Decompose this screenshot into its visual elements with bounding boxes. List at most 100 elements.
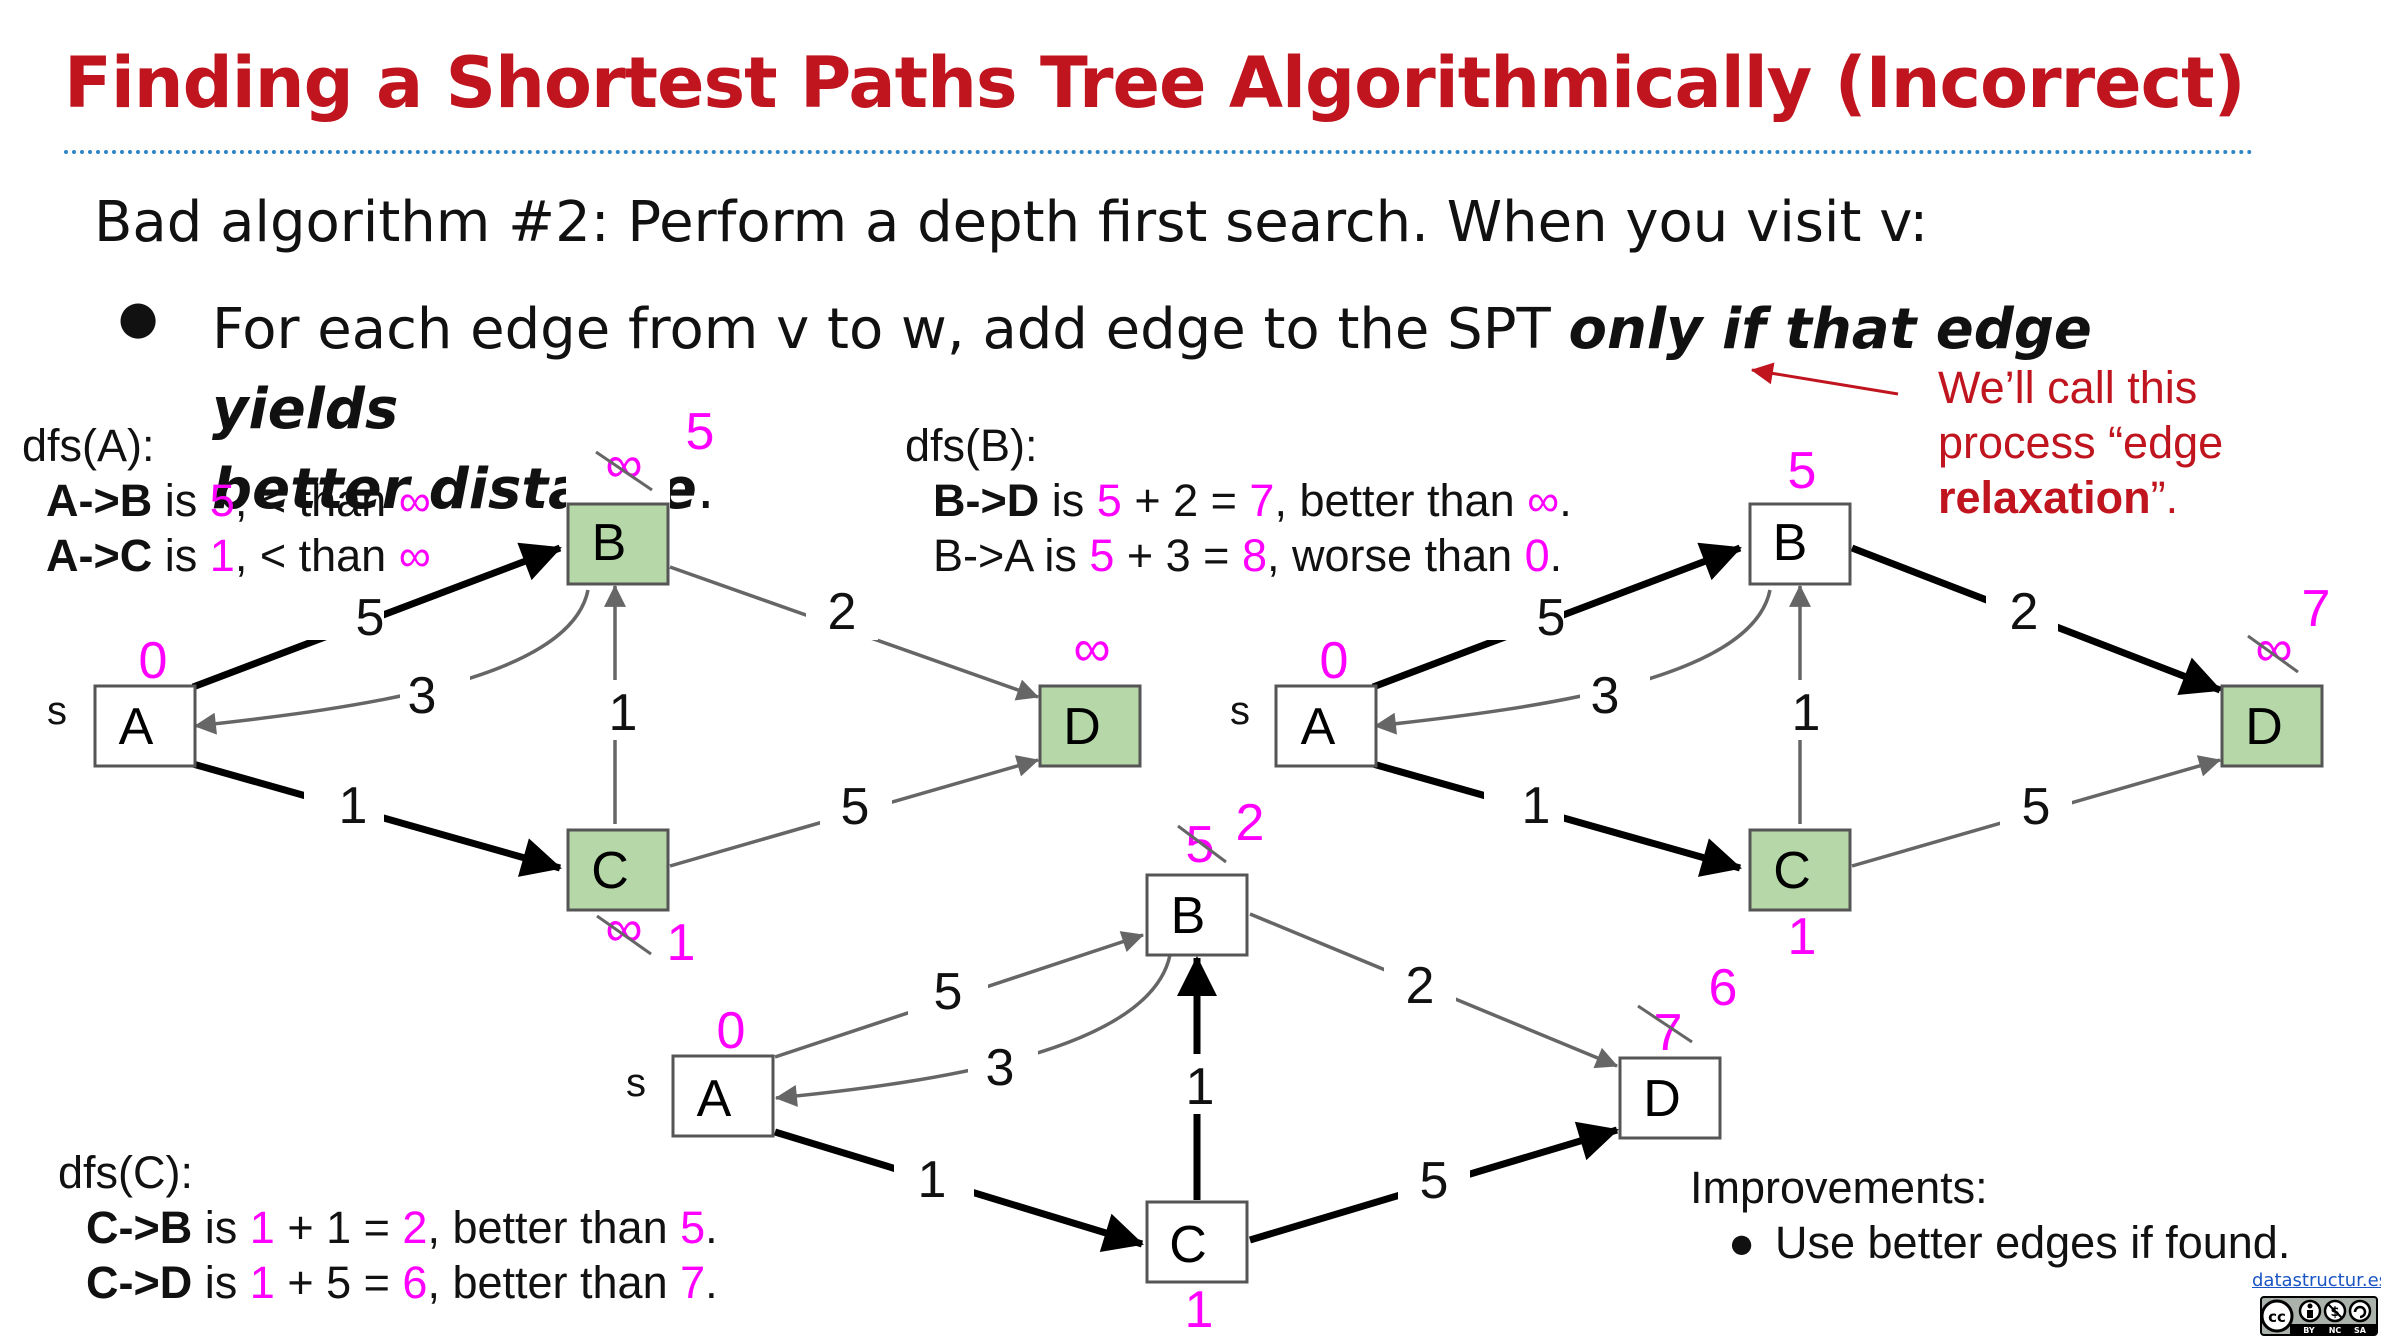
dfs-b-compare: , worse than: [1267, 530, 1525, 581]
dfs-a-title: dfs(A):: [22, 420, 155, 471]
g2-source-marker: s: [1230, 689, 1250, 733]
svg-text:$: $: [2330, 1305, 2339, 1320]
g1-weight-a-b: 5: [356, 589, 385, 647]
dfs-b-sum: + 2 =: [1121, 475, 1250, 526]
g2-weight-bg: [1484, 776, 1564, 836]
dfs-a-line-1: A->B is 5, < than ∞: [22, 473, 431, 528]
g1-node-d: [1038, 684, 1142, 768]
dfs-c-edge-cd: C->D: [86, 1257, 193, 1308]
sa-icon: [2348, 1299, 2372, 1323]
title-divider: [64, 150, 2254, 154]
g2-node-a: [1274, 684, 1378, 768]
g2-dist-c: 1: [1788, 908, 1817, 966]
dfs-c-result: 6: [402, 1257, 428, 1308]
improvements-item-text: Use better edges if found.: [1775, 1217, 2291, 1268]
dfs-c-is: is: [192, 1202, 250, 1253]
g3-node-c-label: C: [1169, 1216, 1207, 1274]
g1-weight-b-a: 3: [408, 667, 437, 725]
by-text: BY: [2303, 1326, 2315, 1335]
dfs-b-line-1: B->D is 5 + 2 = 7, better than ∞.: [905, 473, 1572, 528]
callout-line-1: We’ll call this: [1938, 362, 2198, 413]
dfs-b-is: is: [1031, 530, 1090, 581]
g3-weight-bg: [894, 1150, 974, 1210]
g3-dist-a: 0: [717, 1002, 746, 1060]
g2-weight-bg: [1484, 580, 1564, 640]
dfs-a-edge-ab: A->B: [46, 475, 153, 526]
improvements-item: ● Use better edges if found.: [1690, 1215, 2290, 1270]
cc-icon: [2260, 1299, 2294, 1333]
g1-weight-c-d: 5: [841, 778, 870, 836]
site-link[interactable]: datastructur.es: [2252, 1270, 2381, 1291]
g2-weight-bg: [1986, 580, 2058, 640]
dfs-b-line-2: B->A is 5 + 3 = 8, worse than 0.: [905, 528, 1572, 583]
g1-weight-bg: [304, 776, 384, 836]
g2-dist-d-old: ∞: [2255, 620, 2292, 678]
g1-node-b: [566, 502, 670, 586]
g2-weight-b-d: 2: [2010, 583, 2039, 641]
improvements-bullet: ●: [1728, 1217, 1756, 1268]
g3-weight-b-a: 3: [986, 1039, 1015, 1097]
g1-dist-c-old: ∞: [605, 900, 642, 958]
dfs-b-compare: , better than: [1274, 475, 1528, 526]
g1-node-d-label: D: [1063, 698, 1101, 756]
callout-bold: relaxation: [1938, 472, 2151, 523]
callout-arrow: [1750, 362, 1899, 396]
callout-end: ”.: [2150, 472, 2179, 523]
g1-node-c: [566, 828, 670, 912]
g2-node-d-label: D: [2245, 698, 2283, 756]
g1-weight-c-b: 1: [609, 684, 638, 742]
dfs-a-value-ac: 1: [209, 530, 235, 581]
g1-dist-b-new: 5: [686, 403, 715, 461]
dfs-b-edge-bd: B->D: [933, 475, 1040, 526]
dfs-a-is: is: [152, 475, 210, 526]
dfs-c-end: .: [705, 1202, 718, 1253]
g1-source-marker: s: [47, 689, 67, 733]
dfs-a-value-ab: 5: [209, 475, 235, 526]
graph-2: 5 3 2 1 1 5 A s 0 B 5 C 1 D ∞ 7: [1230, 442, 2330, 966]
g1-weight-bg: [820, 776, 892, 836]
g3-node-d: [1618, 1056, 1722, 1140]
g3-node-a: [671, 1054, 775, 1138]
dfs-b-dist-b: 5: [1096, 475, 1122, 526]
g1-dist-a: 0: [139, 632, 168, 690]
g2-dist-b: 5: [1788, 442, 1817, 500]
g1-weight-bg: [590, 680, 640, 740]
g3-weight-bg: [1172, 1054, 1222, 1114]
g1-node-c-label: C: [591, 842, 629, 900]
dfs-a-line-2: A->C is 1, < than ∞: [22, 528, 431, 583]
dfs-c-compare: , better than: [427, 1202, 681, 1253]
callout-note: We’ll call this process “edge relaxation…: [1938, 360, 2223, 525]
dfs-c-end: .: [705, 1257, 718, 1308]
g3-dist-b-new: 2: [1236, 794, 1265, 852]
g2-weight-bg: [1580, 662, 1650, 722]
bullet-end: .: [696, 457, 715, 522]
g1-node-b-label: B: [592, 514, 627, 572]
dfs-b-sum: + 3 =: [1114, 530, 1242, 581]
dfs-b-title: dfs(B):: [905, 420, 1038, 471]
cc-text: cc: [2268, 1308, 2286, 1326]
g1-dist-d: ∞: [1073, 620, 1110, 678]
g2-weight-bg: [2000, 776, 2072, 836]
dfs-c-dist-c: 1: [249, 1202, 275, 1253]
dfs-c-dist-c: 1: [249, 1257, 275, 1308]
g3-strike-b: [1177, 824, 1227, 864]
cc-license-badge: cc $ BY NC SA: [2260, 1296, 2378, 1336]
g3-weight-bg: [908, 958, 988, 1018]
g3-weight-b-d: 2: [1406, 957, 1435, 1015]
g1-dist-b-old: ∞: [605, 436, 642, 494]
dfs-b-dist-b: 5: [1089, 530, 1115, 581]
bullet-emphasis-1: only if that edge yields: [212, 297, 2092, 442]
g2-weight-a-b: 5: [1537, 589, 1566, 647]
dfs-c-compare: , better than: [427, 1257, 681, 1308]
dfs-c-sum: + 1 =: [274, 1202, 403, 1253]
g3-weight-a-b: 5: [934, 963, 963, 1021]
g1-weight-a-c: 1: [339, 777, 368, 835]
dfs-b-edge-ba: B->A: [933, 530, 1032, 581]
g2-node-b: [1748, 502, 1852, 586]
bullet-marker: ●: [118, 290, 159, 344]
g3-weight-bg: [1398, 1150, 1470, 1210]
dfs-b-is: is: [1039, 475, 1097, 526]
g2-strike-d: [2247, 634, 2299, 674]
g1-weight-b-d: 2: [828, 583, 857, 641]
